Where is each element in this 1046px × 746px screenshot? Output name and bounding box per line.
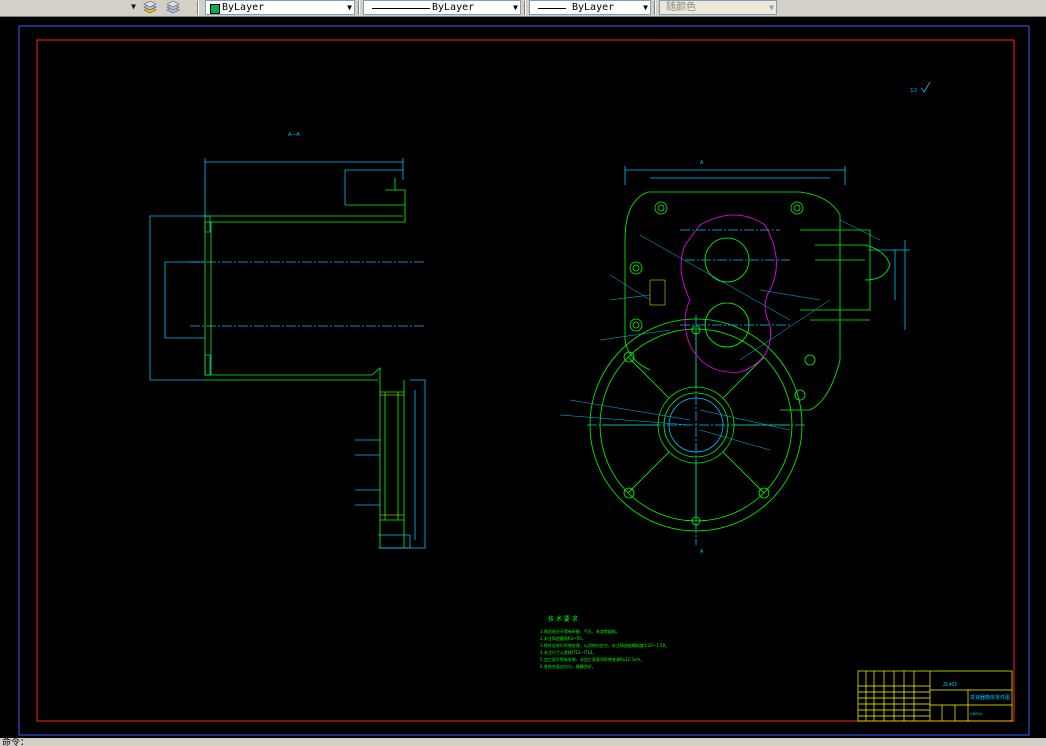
title-block-material: ZL401 — [943, 682, 957, 688]
properties-toolbar: ▼ ByLayer ▼ ByLayer ▼ ByLayer ▼ 随颜色 ▼ — [0, 0, 1046, 17]
layer-dropdown-tail[interactable]: ▼ — [0, 0, 138, 15]
color-dropdown[interactable]: ByLayer ▼ — [205, 0, 355, 15]
plotstyle-dropdown: 随颜色 ▼ — [659, 0, 777, 15]
model-space-canvas[interactable]: 3.2 A—A — [0, 17, 1046, 746]
chevron-down-icon[interactable]: ▼ — [131, 2, 136, 11]
title-block-drawing-no: XB004 — [970, 711, 983, 716]
command-line[interactable]: 命令： — [0, 738, 1046, 746]
sheet-border-inner — [36, 39, 1015, 722]
title-block-part-name: 变速器箱体零件图 — [970, 694, 1010, 701]
tech-notes-title: 技 术 要 求 — [548, 615, 578, 623]
layer-states-icon[interactable] — [166, 1, 180, 14]
tech-note-3: 3.铸件应进行时效处理，以消除内应力，未注铸造拔模斜度1:20~1:50。 — [540, 642, 669, 648]
roughness-mark: 3.2 — [910, 81, 931, 94]
sheet-border-outer — [18, 25, 1030, 736]
chevron-down-icon[interactable]: ▼ — [513, 3, 518, 12]
command-prompt: 命令： — [2, 737, 30, 746]
toolbar-separator — [197, 1, 199, 15]
color-swatch — [210, 4, 220, 14]
roughness-value: 3.2 — [910, 88, 917, 94]
linetype-dropdown[interactable]: ByLayer ▼ — [363, 0, 521, 15]
tech-note-5: 5.加工面不得有毛刺，非加工表面涂防锈底漆Ra12.5um。 — [540, 656, 644, 662]
section-label: A—A — [288, 132, 300, 138]
chevron-down-icon[interactable]: ▼ — [643, 3, 648, 12]
lineweight-preview — [538, 8, 566, 9]
tech-note-2: 2.未注铸造圆角R3~R5。 — [540, 635, 586, 641]
color-value: ByLayer — [222, 2, 265, 13]
gear-mesh-outline — [680, 214, 777, 373]
tech-note-1: 1.铸造毛坯不得有砂眼、气孔、夹渣等缺陷。 — [540, 628, 620, 634]
plotstyle-value: 随颜色 — [666, 2, 696, 13]
lineweight-value: ByLayer — [572, 2, 615, 13]
svg-text:A: A — [700, 160, 704, 166]
layer-previous-icon[interactable] — [143, 1, 157, 14]
lineweight-dropdown[interactable]: ByLayer ▼ — [529, 0, 651, 15]
linetype-value: ByLayer — [432, 2, 475, 13]
chevron-down-icon: ▼ — [769, 3, 774, 12]
svg-text:A: A — [700, 549, 704, 555]
toolbar-separator — [654, 1, 656, 15]
main-view-right: A A — [559, 160, 910, 555]
section-view-left: A—A — [149, 132, 426, 549]
tech-note-6: 6.各结合面应均匀，接触良好。 — [540, 663, 596, 669]
toolbar-separator — [358, 1, 360, 15]
chevron-down-icon[interactable]: ▼ — [347, 3, 352, 12]
toolbar-separator — [524, 1, 526, 15]
tech-note-4: 4.未注尺寸公差按IT12~IT14。 — [540, 649, 597, 655]
title-block: ZL401 变速器箱体零件图 XB004 — [857, 670, 1013, 722]
drawing-svg: 3.2 A—A — [18, 25, 1030, 736]
linetype-preview — [372, 8, 430, 9]
technical-requirements: 技 术 要 求 1.铸造毛坯不得有砂眼、气孔、夹渣等缺陷。 2.未注铸造圆角R3… — [540, 615, 669, 669]
